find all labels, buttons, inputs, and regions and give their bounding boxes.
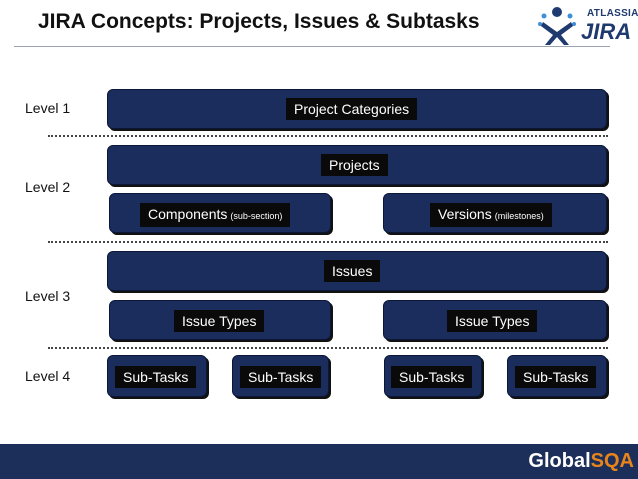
issue-types-left-label: Issue Types [174,310,265,332]
issues-bar: Issues [107,251,607,291]
subtasks-bar-2: Sub-Tasks [232,355,329,397]
subtasks-bar-3: Sub-Tasks [384,355,482,397]
level-separator [48,241,608,243]
level-4-label: Level 4 [25,368,71,384]
subtasks-4-label: Sub-Tasks [515,366,597,388]
footer-brand-main: Global [528,450,591,472]
level-separator [48,347,608,349]
logo-jira-text: JIRA [581,19,632,44]
level-3-label: Level 3 [25,288,71,304]
globalsqa-logo: GlobalSQA [528,450,634,473]
level-1-label: Level 1 [25,100,71,116]
subtasks-bar-4: Sub-Tasks [507,355,607,397]
components-note: (sub-section) [230,211,283,221]
logo-atlassian-text: ATLASSIAN [587,8,638,19]
versions-bar: Versions(milestones) [383,193,607,233]
project-categories-bar: Project Categories [107,89,607,129]
level-separator [48,135,608,137]
title-divider [14,46,610,47]
subtasks-2-label: Sub-Tasks [240,366,322,388]
jira-figure-icon [538,7,576,45]
components-label: Components [148,206,228,222]
project-categories-label: Project Categories [286,98,418,120]
footer-brand-accent: SQA [590,450,634,472]
components-bar: Components(sub-section) [109,193,331,233]
issue-types-left-bar: Issue Types [109,300,331,340]
slide-title: JIRA Concepts: Projects, Issues & Subtas… [38,10,480,33]
footer-bar: GlobalSQA [0,444,638,479]
versions-note: (milestones) [494,211,544,221]
issues-label: Issues [324,260,381,282]
versions-label: Versions [438,206,492,222]
subtasks-1-label: Sub-Tasks [115,366,197,388]
atlassian-jira-logo: ATLASSIAN JIRA [535,2,638,48]
issue-types-right-bar: Issue Types [383,300,607,340]
versions-chip: Versions(milestones) [430,203,552,227]
level-2-label: Level 2 [25,179,71,195]
components-chip: Components(sub-section) [140,203,291,227]
projects-bar: Projects [107,145,607,185]
issue-types-right-label: Issue Types [447,310,538,332]
projects-label: Projects [321,154,388,176]
subtasks-bar-1: Sub-Tasks [107,355,207,397]
subtasks-3-label: Sub-Tasks [391,366,473,388]
